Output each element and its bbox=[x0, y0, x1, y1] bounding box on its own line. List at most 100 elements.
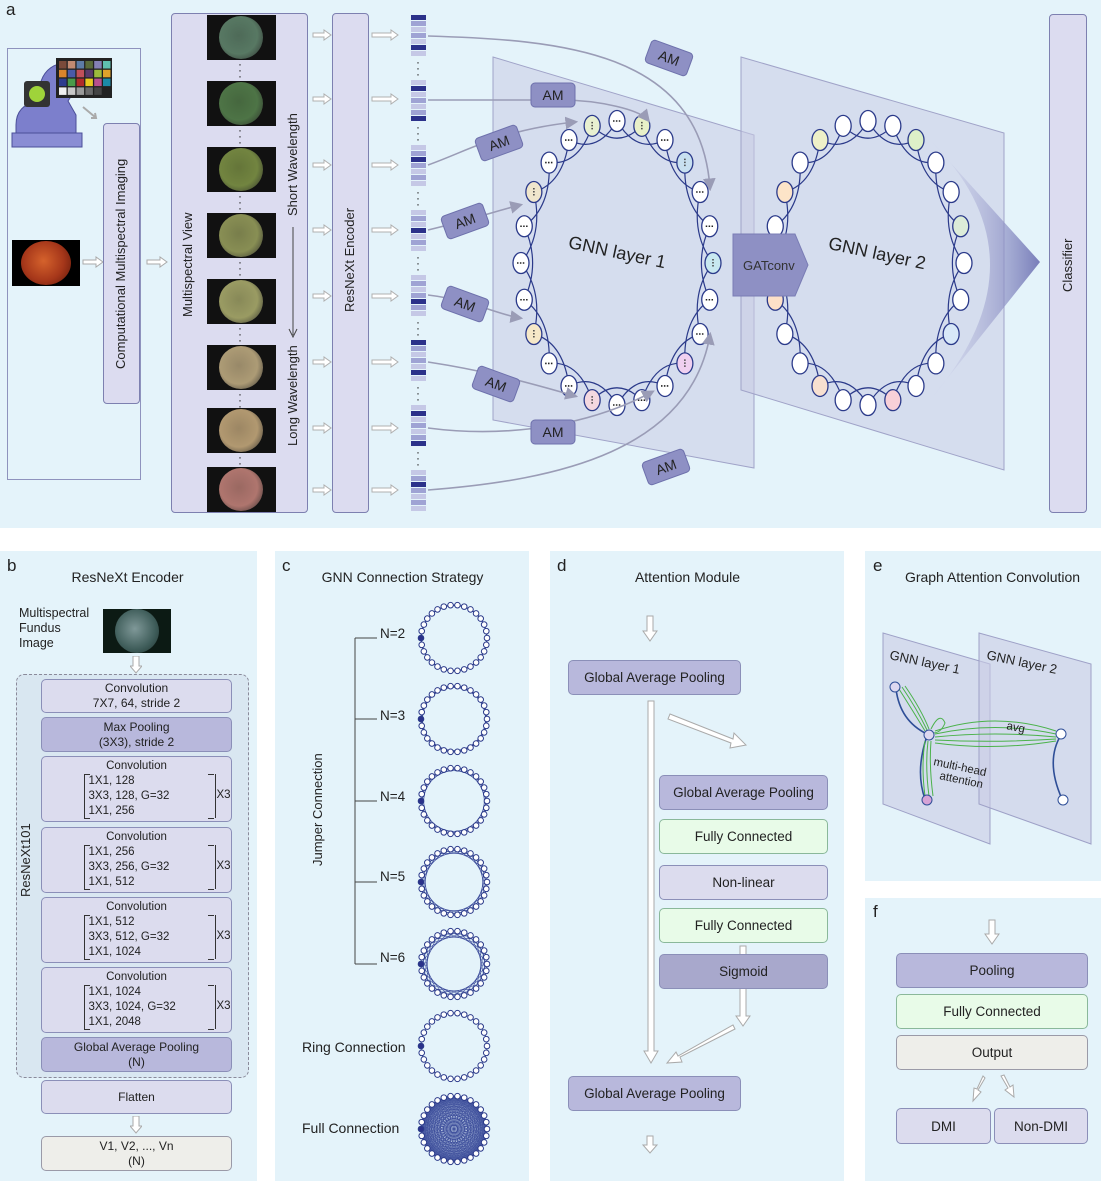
graph-node bbox=[952, 288, 970, 311]
graph-node bbox=[454, 1092, 461, 1100]
graph-node bbox=[483, 960, 491, 968]
graph-node bbox=[428, 1150, 436, 1157]
conv1-block: Convolution 7X7, 64, stride 2 bbox=[41, 679, 232, 713]
gap-inner-label: Global Average Pooling bbox=[673, 785, 814, 800]
graph-node bbox=[467, 1097, 474, 1104]
e-avg-label: avg bbox=[1005, 720, 1026, 736]
graph-node bbox=[480, 811, 488, 818]
graph-node bbox=[482, 708, 490, 716]
arrow-icon bbox=[312, 484, 332, 496]
graph-node bbox=[440, 910, 448, 917]
graph-node bbox=[482, 804, 490, 812]
maxpool-block: Max Pooling (3X3), stride 2 bbox=[41, 717, 232, 752]
graph-node bbox=[434, 989, 441, 996]
ellipsis-icon: ··· bbox=[416, 380, 420, 406]
feature-vector bbox=[411, 145, 426, 187]
graph-node bbox=[472, 659, 480, 666]
flatten-label: Flatten bbox=[118, 1089, 155, 1104]
graph-node bbox=[467, 1014, 474, 1021]
graph-node bbox=[417, 1042, 425, 1050]
panel-e-letter: e bbox=[873, 556, 883, 575]
graph-node bbox=[440, 1074, 448, 1081]
graph-node bbox=[467, 826, 474, 833]
graph-node bbox=[434, 687, 441, 694]
graph-node bbox=[417, 960, 425, 968]
graph-node bbox=[418, 1049, 426, 1057]
graph-node bbox=[477, 735, 484, 742]
graph-node bbox=[472, 691, 480, 698]
n-label: N=5 bbox=[380, 869, 406, 884]
graph-node bbox=[428, 1018, 436, 1025]
graph-node bbox=[418, 708, 426, 716]
graph-node bbox=[472, 936, 480, 943]
graph-node bbox=[472, 1101, 480, 1108]
graph-node bbox=[480, 865, 488, 872]
graph-node bbox=[420, 1029, 428, 1036]
graph-node bbox=[418, 871, 426, 879]
panel-b-letter: b bbox=[7, 556, 17, 575]
gap-bottom-block: Global Average Pooling bbox=[568, 1076, 741, 1111]
ellipsis-icon: ··· bbox=[416, 250, 420, 276]
graph-node bbox=[440, 747, 448, 754]
graph-node bbox=[460, 1094, 468, 1101]
graph-node bbox=[467, 907, 474, 914]
conv-stage-line: 1X1, 512 bbox=[88, 876, 135, 888]
graph-node bbox=[454, 1009, 461, 1017]
graph-node bbox=[480, 702, 488, 709]
graph-node bbox=[482, 1132, 490, 1140]
graph-node bbox=[472, 903, 480, 910]
gap-inner-block: Global Average Pooling bbox=[659, 775, 828, 810]
graph-node bbox=[434, 932, 441, 939]
arrow-icon bbox=[130, 1116, 142, 1134]
panel-c-title: GNN Connection Strategy bbox=[321, 569, 484, 585]
graph-node bbox=[424, 898, 431, 905]
graph-node bbox=[884, 114, 902, 137]
graph-node bbox=[424, 1145, 431, 1152]
graph-node bbox=[482, 953, 490, 961]
graph-node bbox=[454, 830, 461, 838]
graph-node bbox=[447, 1075, 454, 1083]
attention-module-box: AM bbox=[440, 202, 490, 240]
ellipsis-icon: ··· bbox=[238, 123, 242, 149]
graph-node bbox=[424, 696, 431, 703]
graph-node bbox=[472, 854, 480, 861]
graph-node bbox=[420, 892, 428, 899]
graph-node bbox=[454, 927, 461, 935]
feature-vector bbox=[411, 340, 426, 382]
fundus-band-image bbox=[207, 147, 276, 192]
graph-node bbox=[483, 797, 491, 805]
graph-node bbox=[460, 910, 468, 917]
graph-node bbox=[440, 684, 448, 691]
graph-node bbox=[467, 663, 474, 670]
arrow-icon bbox=[82, 256, 104, 268]
graph-node bbox=[480, 648, 488, 655]
graph-node bbox=[472, 985, 480, 992]
am-label: AM bbox=[656, 47, 681, 69]
gatconv-arrow bbox=[732, 233, 809, 297]
graph-node bbox=[477, 1023, 484, 1030]
graph-node bbox=[420, 1139, 428, 1146]
graph-node bbox=[460, 747, 468, 754]
arrow-icon bbox=[82, 106, 98, 119]
graph-node bbox=[417, 1125, 425, 1133]
graph-node bbox=[434, 663, 441, 670]
arrow-icon bbox=[312, 422, 332, 434]
graph-node bbox=[482, 1118, 490, 1126]
imaging-box bbox=[103, 123, 140, 404]
graph-node bbox=[942, 180, 960, 204]
graph-node bbox=[434, 907, 441, 914]
graph-node bbox=[460, 992, 468, 999]
graph-node bbox=[467, 1154, 474, 1161]
input-fundus-image bbox=[103, 609, 171, 653]
ellipsis-icon: ··· bbox=[416, 445, 420, 471]
graph-node bbox=[418, 1118, 426, 1126]
output-vector-title: V1, V2, ..., Vn bbox=[99, 1138, 174, 1153]
graph-node bbox=[428, 854, 436, 861]
graph-node bbox=[447, 682, 454, 690]
graph-node bbox=[434, 1014, 441, 1021]
arrow-icon bbox=[312, 356, 332, 368]
graph-node bbox=[424, 654, 431, 661]
graph-node bbox=[907, 374, 925, 398]
graph-node bbox=[420, 784, 428, 791]
output-flow-arrows bbox=[972, 919, 1015, 1103]
